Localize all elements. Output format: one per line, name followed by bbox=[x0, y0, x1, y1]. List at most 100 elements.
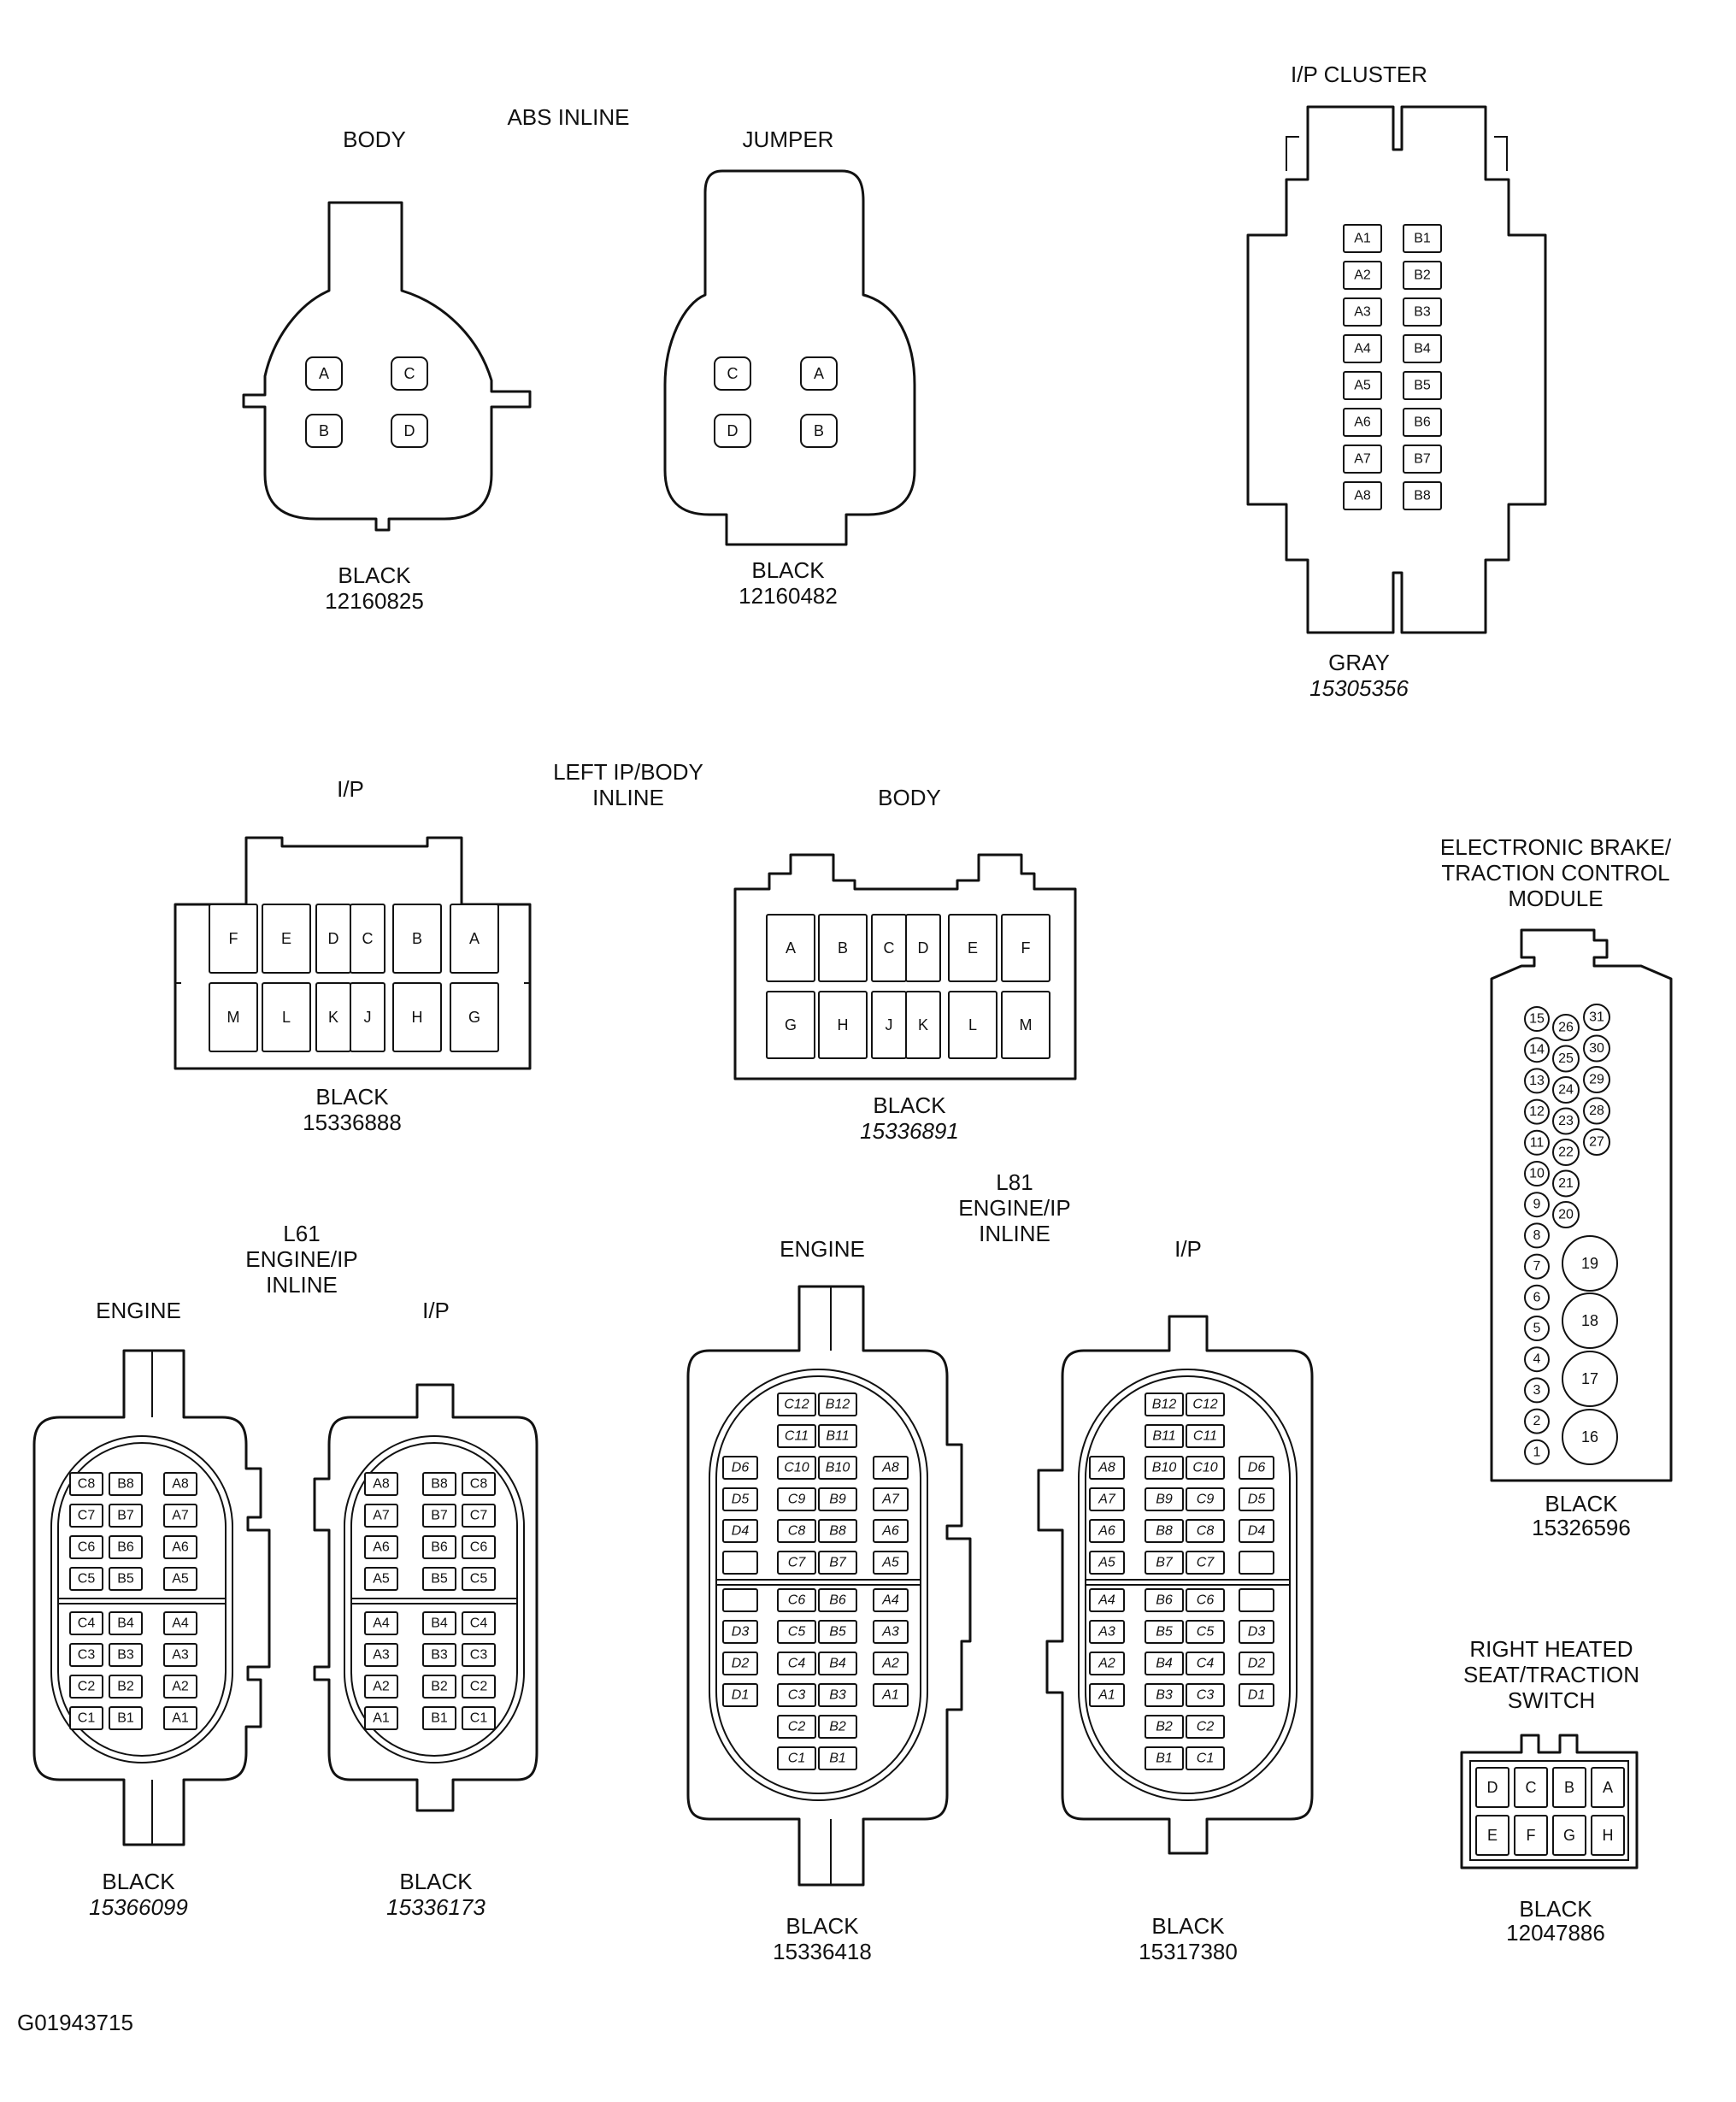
pin-cavity bbox=[1186, 1588, 1225, 1612]
pin-cavity bbox=[262, 982, 311, 1052]
pin-cavity bbox=[1089, 1588, 1125, 1612]
pin-cavity bbox=[1186, 1424, 1225, 1448]
pin-B4: B4 bbox=[818, 1652, 857, 1675]
pin-cavity bbox=[873, 1652, 909, 1675]
pin-label: A4 bbox=[881, 1593, 899, 1608]
pin-B: B bbox=[305, 414, 343, 448]
pin-C10: C10 bbox=[1186, 1456, 1225, 1480]
pin-label: C bbox=[727, 365, 739, 382]
pin-cavity bbox=[1552, 1076, 1580, 1104]
pin-K: K bbox=[905, 991, 941, 1059]
pin-cavity bbox=[1524, 1346, 1550, 1373]
l81-title-line1: L81 bbox=[996, 1169, 1033, 1195]
pin-D: D bbox=[315, 904, 351, 974]
pin-D: D bbox=[391, 414, 428, 448]
pin-B5: B5 bbox=[818, 1620, 857, 1644]
pin-label: B11 bbox=[826, 1429, 849, 1444]
pin-cavity bbox=[422, 1643, 456, 1667]
pin-label: A5 bbox=[1354, 379, 1371, 393]
pin-blank bbox=[722, 1551, 758, 1575]
pin-A6: A6 bbox=[873, 1519, 909, 1543]
pin-cavity bbox=[1145, 1746, 1184, 1770]
pin-label: 28 bbox=[1589, 1104, 1604, 1118]
pin-blank bbox=[722, 1588, 758, 1612]
pin-label: B bbox=[412, 930, 422, 947]
pin-label: C8 bbox=[78, 1477, 96, 1492]
pin-label: A3 bbox=[1098, 1625, 1115, 1640]
pin-B: B bbox=[392, 904, 442, 974]
pin-label: B7 bbox=[829, 1556, 847, 1570]
pin-cavity bbox=[109, 1535, 143, 1559]
pin-label: A3 bbox=[373, 1648, 390, 1663]
pin-label: C bbox=[404, 365, 415, 382]
pin-label: C4 bbox=[78, 1616, 96, 1631]
pin-cavity bbox=[1089, 1620, 1125, 1644]
pin-B4: B4 bbox=[422, 1611, 456, 1635]
pin-19: 19 bbox=[1562, 1235, 1618, 1292]
pin-cavity bbox=[1145, 1456, 1184, 1480]
pin-C4: C4 bbox=[1186, 1652, 1225, 1675]
pin-cavity bbox=[69, 1675, 103, 1699]
pin-cavity bbox=[1239, 1487, 1274, 1511]
pin-label: 25 bbox=[1558, 1051, 1574, 1066]
pin-label: F bbox=[1527, 1827, 1536, 1844]
pin-cavity bbox=[1145, 1519, 1184, 1543]
pin-label: B bbox=[838, 939, 848, 957]
pin-label: A2 bbox=[1354, 268, 1371, 283]
pin-cavity bbox=[1524, 1192, 1550, 1218]
pin-label: D1 bbox=[732, 1688, 749, 1703]
pin-cavity bbox=[1591, 1767, 1625, 1808]
pin-cavity bbox=[1186, 1551, 1225, 1575]
pin-label: C5 bbox=[78, 1572, 96, 1587]
pin-label: A8 bbox=[1098, 1461, 1115, 1475]
pin-B2: B2 bbox=[109, 1675, 143, 1699]
pin-label: 12 bbox=[1529, 1104, 1545, 1119]
abs-jumper-housing bbox=[663, 169, 916, 546]
l61-engine-oval bbox=[50, 1435, 233, 1763]
pin-label: M bbox=[1020, 1016, 1033, 1033]
pin-A4: A4 bbox=[873, 1588, 909, 1612]
pin-label: B12 bbox=[1152, 1398, 1177, 1412]
pin-B6: B6 bbox=[1403, 408, 1442, 437]
l81-engine-oval bbox=[709, 1369, 928, 1801]
pin-cavity bbox=[1239, 1456, 1274, 1480]
pin-label: M bbox=[227, 1009, 240, 1026]
pin-label: A1 bbox=[373, 1711, 390, 1726]
pin-8: 8 bbox=[1524, 1222, 1550, 1249]
pin-label: C8 bbox=[788, 1524, 806, 1539]
pin-B1: B1 bbox=[109, 1706, 143, 1730]
pin-cavity bbox=[1514, 1815, 1548, 1856]
rhs-title-line1: RIGHT HEATED bbox=[1469, 1636, 1633, 1662]
pin-label: C10 bbox=[1192, 1461, 1217, 1475]
pin-label: A3 bbox=[172, 1648, 189, 1663]
pin-cavity bbox=[1089, 1487, 1125, 1511]
pin-cavity bbox=[1562, 1235, 1618, 1292]
pin-cavity bbox=[1524, 1098, 1550, 1125]
pin-label: C6 bbox=[1197, 1593, 1215, 1608]
pin-cavity bbox=[1403, 445, 1442, 474]
pin-J: J bbox=[871, 991, 907, 1059]
pin-label: H bbox=[838, 1016, 849, 1033]
pin-label: 1 bbox=[1533, 1445, 1541, 1459]
pin-label: C4 bbox=[470, 1616, 488, 1631]
pin-A8: A8 bbox=[163, 1472, 197, 1496]
pin-3: 3 bbox=[1524, 1377, 1550, 1404]
pin-B3: B3 bbox=[1403, 297, 1442, 327]
pin-31: 31 bbox=[1583, 1004, 1610, 1031]
pin-25: 25 bbox=[1552, 1045, 1580, 1073]
pin-cavity bbox=[873, 1588, 909, 1612]
pin-label: 19 bbox=[1581, 1255, 1598, 1272]
figure-id: G01943715 bbox=[17, 2010, 133, 2035]
pin-label: 21 bbox=[1558, 1176, 1574, 1191]
pin-B2: B2 bbox=[1145, 1715, 1184, 1739]
pin-cavity bbox=[305, 414, 343, 448]
pin-cavity bbox=[1524, 1161, 1550, 1186]
pin-cavity bbox=[1186, 1393, 1225, 1416]
pin-cavity bbox=[818, 1393, 857, 1416]
pin-label: A1 bbox=[172, 1711, 189, 1726]
pin-label: C6 bbox=[78, 1540, 96, 1555]
pin-label: H bbox=[1603, 1827, 1614, 1844]
pin-cavity bbox=[1089, 1683, 1125, 1707]
pin-B11: B11 bbox=[1145, 1424, 1184, 1448]
pin-B5: B5 bbox=[109, 1567, 143, 1591]
